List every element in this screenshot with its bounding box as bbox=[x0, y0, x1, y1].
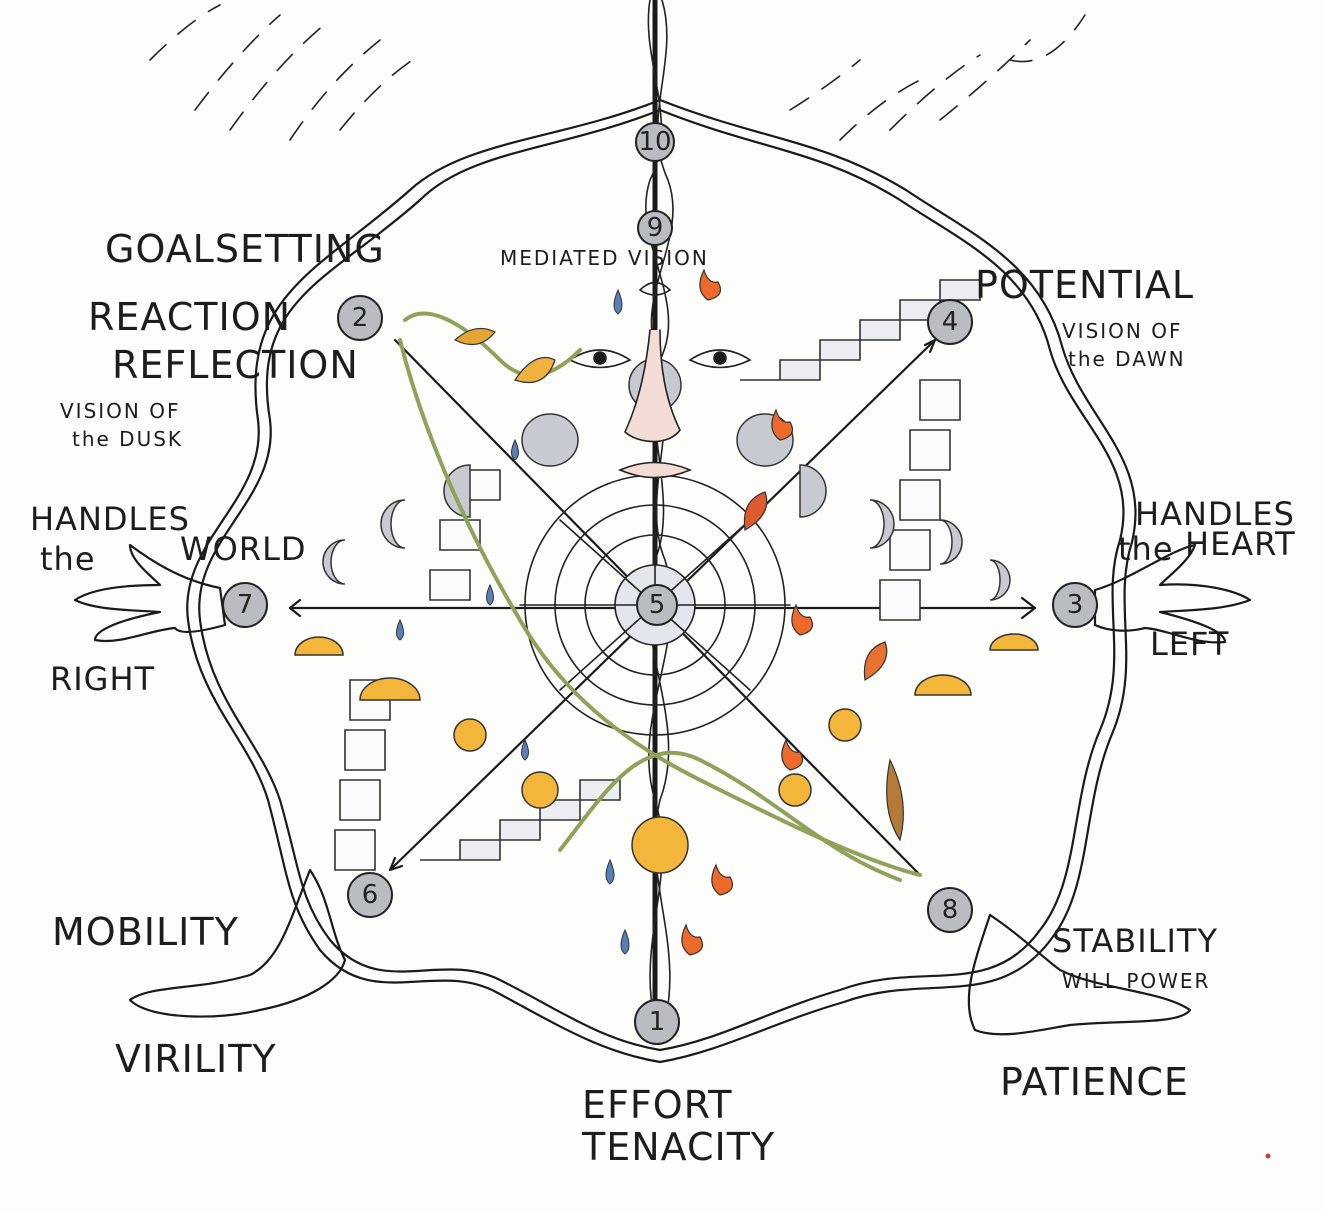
node-1-label: 1 bbox=[649, 1007, 666, 1037]
label-handles-heart-1: HANDLES bbox=[1135, 495, 1295, 533]
left-hand-drawing bbox=[73, 543, 227, 643]
node-2: 2 bbox=[337, 295, 383, 341]
node-9: 9 bbox=[637, 210, 673, 246]
label-mediated-vision: MEDIATED VISION bbox=[500, 246, 709, 270]
label-effort: EFFORT bbox=[582, 1083, 733, 1127]
node-4: 4 bbox=[927, 299, 973, 345]
node-6-label: 6 bbox=[362, 880, 379, 910]
node-4-label: 4 bbox=[942, 307, 959, 337]
node-8-label: 8 bbox=[942, 895, 959, 925]
node-5-label: 5 bbox=[649, 590, 666, 620]
right-foot-drawing bbox=[967, 913, 1192, 1036]
label-vision-dusk-1: VISION OF bbox=[60, 399, 180, 423]
drops bbox=[396, 288, 630, 955]
flames bbox=[681, 268, 813, 956]
left-foot-drawing bbox=[128, 868, 347, 1018]
label-goalsetting: GOALSETTING bbox=[105, 227, 385, 271]
label-vision-dawn-2: the DAWN bbox=[1068, 347, 1186, 371]
node-10-label: 10 bbox=[638, 127, 671, 157]
outer-boundary bbox=[186, 98, 1137, 1064]
label-mobility: MOBILITY bbox=[52, 910, 239, 954]
right-hand-drawing bbox=[1093, 543, 1252, 644]
label-handles-world-1: HANDLES bbox=[30, 500, 190, 538]
face bbox=[568, 281, 752, 479]
node-3: 3 bbox=[1052, 582, 1098, 628]
label-potential: POTENTIAL bbox=[975, 263, 1194, 307]
vine bbox=[398, 311, 922, 882]
label-vision-dawn-1: VISION OF bbox=[1062, 319, 1182, 343]
ink-dot bbox=[1265, 1153, 1271, 1159]
suns bbox=[294, 633, 1039, 874]
node-1: 1 bbox=[634, 999, 680, 1045]
label-vision-dusk-2: the DUSK bbox=[72, 427, 183, 451]
node-3-label: 3 bbox=[1067, 590, 1084, 620]
label-left: LEFT bbox=[1150, 625, 1229, 663]
label-handles-world-3: WORLD bbox=[180, 530, 307, 568]
sky-rays bbox=[149, 4, 1086, 141]
node-9-label: 9 bbox=[647, 213, 664, 243]
label-reflection: REFLECTION bbox=[112, 343, 359, 387]
node-2-label: 2 bbox=[352, 303, 369, 333]
node-10: 10 bbox=[635, 122, 675, 162]
node-7-label: 7 bbox=[237, 590, 254, 620]
label-right: RIGHT bbox=[50, 660, 155, 698]
label-stability: STABILITY bbox=[1052, 922, 1218, 960]
node-5: 5 bbox=[636, 584, 678, 626]
label-reaction: REACTION bbox=[88, 295, 291, 339]
label-handles-world-2: the bbox=[40, 540, 96, 578]
node-7: 7 bbox=[222, 582, 268, 628]
label-patience: PATIENCE bbox=[1000, 1060, 1189, 1104]
leaves bbox=[453, 327, 904, 842]
node-8: 8 bbox=[927, 887, 973, 933]
label-tenacity: TENACITY bbox=[581, 1125, 775, 1169]
label-handles-heart-2: the bbox=[1118, 530, 1174, 568]
label-will-power: WILL POWER bbox=[1062, 969, 1210, 993]
label-handles-heart-3: HEART bbox=[1185, 525, 1296, 563]
label-virility: VIRILITY bbox=[115, 1037, 277, 1081]
node-6: 6 bbox=[347, 872, 393, 918]
